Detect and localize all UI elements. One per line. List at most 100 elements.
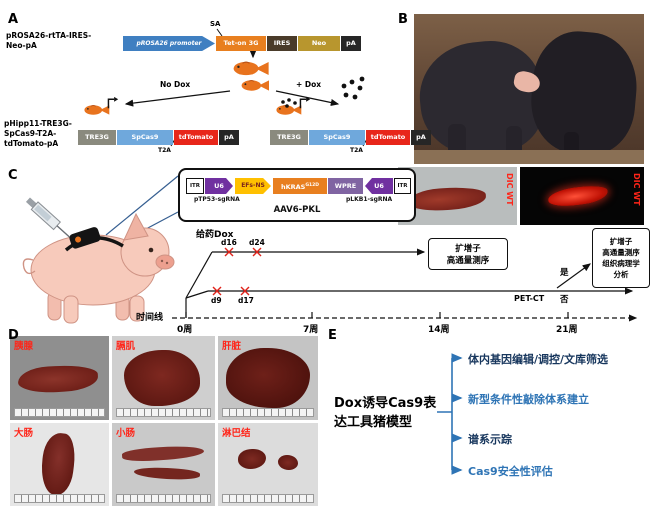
week-7-label: 7周 <box>303 325 319 335</box>
dox-dosing-label: 给药Dox <box>196 230 234 240</box>
tissue-blob <box>121 444 205 463</box>
construct2-name-line1: pHipp11-TRE3G- <box>4 119 72 128</box>
promoter-box: pROSA26 promoter <box>123 36 215 51</box>
wpre-box: WPRE <box>328 178 363 194</box>
no-label: 否 <box>560 295 569 305</box>
tissue-blob <box>133 466 201 481</box>
tissue-photo-lymph-node: 淋巴结 <box>218 423 318 506</box>
construct1-name-line1: pROSA26-rtTA-IRES- <box>6 31 92 40</box>
tissue-blob <box>226 348 310 408</box>
no-dox-arrow <box>124 90 231 107</box>
hkras-box: hKRASG12D <box>273 178 327 194</box>
tissue-label: 淋巴结 <box>222 428 251 439</box>
week-0-label: 0周 <box>177 325 193 335</box>
tdtomato-box: tdTomato <box>174 130 218 145</box>
ptp53-sgrna-label: pTP53-sgRNA <box>194 196 240 203</box>
fish-icon <box>276 104 302 116</box>
floor <box>414 150 644 164</box>
u6-promoter-box: U6 <box>205 178 233 194</box>
tissue-photo-large-intestine: 大肠 <box>10 423 109 506</box>
itr-box: ITR <box>186 178 204 194</box>
pathology-box-line4: 分析 <box>613 270 629 279</box>
pathology-box-line1: 扩增子 <box>609 237 633 246</box>
tissue-label: 膈肌 <box>116 341 136 352</box>
pigs-photo <box>414 14 644 164</box>
pig-eye <box>148 247 154 253</box>
construct2-name-line3: tdTomato-pA <box>4 139 59 148</box>
hkras-superscript: G12D <box>305 183 320 188</box>
u6-promoter-box: U6 <box>365 178 393 194</box>
ruler <box>116 494 211 503</box>
dox-dots-icon <box>341 76 365 100</box>
dic-left-label: DIC WT <box>505 173 514 206</box>
construct1-name-line2: Neo-pA <box>6 41 37 50</box>
tissue-photo-small-intestine: 小肠 <box>112 423 215 506</box>
panel-a-label: A <box>8 12 19 27</box>
t2a-label: T2A <box>350 147 363 154</box>
panel-c-label: C <box>8 168 18 183</box>
dic-right-label: DIC WT <box>632 173 641 206</box>
pa-box: pA <box>341 36 361 51</box>
timeline-ticks <box>185 312 569 318</box>
pet-ct-label: PET-CT <box>514 294 545 303</box>
sa-label: SA <box>210 20 221 28</box>
ruler <box>222 408 314 417</box>
pa-box: pA <box>411 130 431 145</box>
aav-construct-box: ITR U6 EFs-NS hKRASG12D WPRE U6 ITR pTP5… <box>178 168 416 222</box>
week-14-label: 14周 <box>428 325 450 335</box>
syringe-icon <box>25 197 71 238</box>
branch-bracket <box>437 358 453 470</box>
sa-splice-line <box>216 28 223 37</box>
teton-box: Tet-on 3G <box>216 36 266 51</box>
neo-box: Neo <box>298 36 340 51</box>
dox-dots-icon <box>281 98 297 108</box>
tissue-label: 小肠 <box>116 428 136 439</box>
plus-dox-label: + Dox <box>296 80 322 89</box>
sequencing-box-line1: 扩增子 <box>455 244 481 254</box>
pathology-box-line2: 高通量测序 <box>602 248 640 257</box>
panel-e-label: E <box>328 328 337 343</box>
tissue-blob <box>124 350 200 406</box>
ruler <box>116 408 211 417</box>
sequencing-box: 扩增子 高通量测序 <box>428 238 508 270</box>
pig-leg <box>448 124 466 158</box>
d9-label: d9 <box>211 296 222 305</box>
d17-label: d17 <box>238 296 254 305</box>
tissue-photo-pancreas: 胰腺 <box>10 336 109 420</box>
aav-name-label: AAV6-PKL <box>273 205 321 215</box>
yes-label: 是 <box>560 268 569 278</box>
sequencing-box-line2: 高通量测序 <box>446 256 490 266</box>
ruler <box>14 494 105 503</box>
d24-label: d24 <box>249 238 265 247</box>
construct2-name-line2: SpCas9-T2A- <box>4 129 57 138</box>
t2a-label: T2A <box>158 147 171 154</box>
piglet-illustration <box>22 197 175 324</box>
tissue-photo-diaphragm: 膈肌 <box>112 336 215 420</box>
d16-label: d16 <box>221 238 237 247</box>
pathology-box-line3: 组织病理学 <box>602 259 640 268</box>
application-item-conditional-knockout: 新型条件性敲除体系建立 <box>468 393 589 406</box>
model-title-line1: Dox诱导Cas9表 <box>334 396 437 411</box>
fluorescent-tissue-blob <box>547 182 609 210</box>
fish-icon <box>241 79 270 92</box>
tissue-label: 胰腺 <box>14 341 34 352</box>
model-title-line2: 达工具猪模型 <box>334 415 413 430</box>
pig-silhouette-left <box>414 35 548 161</box>
branch-arrows <box>451 353 463 475</box>
pa-box: pA <box>219 130 239 145</box>
efs-ns-box: EFs-NS <box>235 178 271 194</box>
tissue-blob <box>17 363 99 395</box>
dic-brightfield-photo: DIC WT <box>398 167 517 225</box>
plus-dox-arrow <box>275 90 340 107</box>
ires-box: IRES <box>267 36 297 51</box>
week-21-label: 21周 <box>556 325 578 335</box>
spcas9-box: SpCas9 <box>309 130 365 145</box>
promoter-arrow-icon <box>107 96 119 109</box>
application-item-cas9-safety: Cas9安全性评估 <box>468 465 553 478</box>
injection-device <box>69 227 101 249</box>
tre3g-box: TRE3G <box>78 130 116 145</box>
ruler <box>14 408 105 417</box>
tissue-label: 肝脏 <box>222 341 242 352</box>
tissue-blob <box>278 455 298 470</box>
